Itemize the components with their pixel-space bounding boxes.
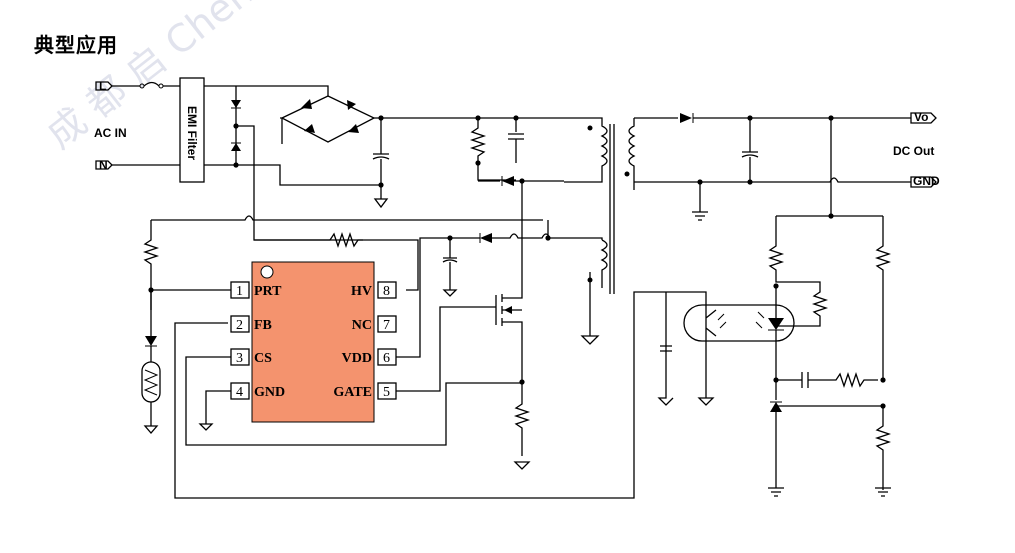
- ac-in-label: AC IN: [94, 126, 127, 140]
- controller-ic: 1 PRT 2 FB 3 CS 4 GND 8 HV 7 NC 6 VDD 5 …: [230, 261, 397, 423]
- bridge-rectifier: [280, 95, 414, 144]
- pin-8-name: HV: [351, 284, 372, 299]
- pin1-marker: [260, 265, 274, 279]
- pin-7-name: NC: [352, 318, 372, 333]
- watermark: 成 都 启 Chengdu Chi: [38, 0, 375, 157]
- neutral-connector: [95, 160, 113, 170]
- fuse: [143, 81, 160, 87]
- ground-symbol-2: [692, 182, 708, 221]
- dc-out-label: DC Out: [893, 144, 934, 158]
- pin-1-name: PRT: [254, 284, 282, 299]
- pin-5-number: 5: [383, 385, 390, 400]
- vdd-diode: [480, 233, 492, 243]
- line-label: L: [99, 79, 106, 93]
- input-diode-2: [231, 143, 241, 151]
- pin-3-name: CS: [254, 351, 272, 366]
- pin-6-number: 6: [383, 351, 390, 366]
- gnd-label: GND: [913, 174, 940, 188]
- pin-2-number: 2: [236, 318, 243, 333]
- pin-6-name: VDD: [342, 351, 372, 366]
- emi-filter-label: EMI Filter: [185, 106, 199, 160]
- vo-label: Vo: [914, 110, 928, 124]
- emi-filter: EMI Filter: [179, 77, 205, 183]
- transformer: [564, 117, 636, 294]
- dc-output: Vo GND DC Out: [893, 110, 940, 188]
- tl431: [770, 402, 782, 412]
- snubber-resistor: [469, 118, 516, 181]
- prt-resistor: [142, 220, 160, 310]
- ground-symbol: [373, 198, 389, 209]
- pin-8-number: 8: [383, 284, 390, 299]
- vo-connector: [910, 112, 937, 124]
- mosfet: [396, 181, 523, 392]
- snubber-diode: [502, 176, 514, 186]
- line-connector: [95, 81, 113, 91]
- pin-2-name: FB: [254, 318, 272, 333]
- optocoupler: [683, 304, 795, 342]
- watermark-text: 成 都 启 Chengdu Chi: [38, 0, 375, 157]
- pin-1-number: 1: [236, 284, 243, 299]
- ac-input: L N AC IN: [94, 79, 180, 172]
- output-diode: [680, 113, 692, 123]
- input-diode-1: [231, 100, 241, 108]
- page-title: 典型应用: [34, 33, 118, 57]
- pin-4-name: GND: [254, 385, 285, 400]
- sense-resistor: [513, 382, 531, 470]
- pin-7-number: 7: [383, 318, 390, 333]
- gnd-connector: [910, 176, 937, 188]
- pin-5-name: GATE: [333, 385, 372, 400]
- neutral-label: N: [99, 158, 108, 172]
- pin-3-number: 3: [236, 351, 243, 366]
- prt-diode: [145, 336, 157, 346]
- pin-4-number: 4: [236, 385, 243, 400]
- ic-body: [251, 261, 375, 423]
- emi-filter-box: [179, 77, 205, 183]
